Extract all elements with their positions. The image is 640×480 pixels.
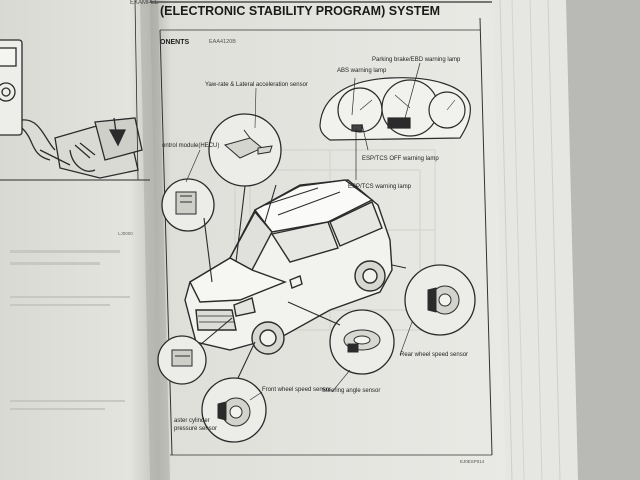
cylinder-sensor-drawing xyxy=(171,349,193,367)
cluster-leaders xyxy=(351,62,421,180)
steering-sensor-drawing xyxy=(343,329,381,353)
detail-leaders xyxy=(199,184,407,379)
rear-wheel-sensor-drawing xyxy=(427,285,460,315)
hecu-drawing xyxy=(175,191,197,215)
label-yaw-rate-sensor: Yaw-rate & Lateral acceleration sensor xyxy=(205,82,308,88)
figure-code: EJ0ESP014 xyxy=(460,459,485,464)
page-title: (ELECTRONIC STABILITY PROGRAM) SYSTEM xyxy=(160,4,441,18)
front-wheel-sensor-drawing xyxy=(217,397,251,427)
instrument-cluster-illustration xyxy=(319,77,471,141)
label-rear-wheel-sensor: Rear wheel speed sensor xyxy=(400,352,469,358)
section-code: EAA4120B xyxy=(209,39,236,45)
label-parking-brake-lamp: Parking brake/EBD warning lamp xyxy=(372,57,461,63)
label-steering-angle-sensor: Steering angle sensor xyxy=(322,388,381,394)
left-page-ghost-text xyxy=(10,250,130,410)
vehicle-illustration xyxy=(184,179,393,355)
label-cylinder-pressure-sensor: aster cylinder pressure sensor xyxy=(174,418,218,432)
page-header-fragment: EXAMPLE xyxy=(130,0,159,6)
label-abs-lamp: ABS warning lamp xyxy=(337,68,387,74)
yaw-rate-sensor-drawing xyxy=(223,129,273,159)
label-esp-tcs-lamp: ESP/TCS warning lamp xyxy=(348,184,412,190)
label-esp-off-lamp: ESP/TCS OFF warning lamp xyxy=(362,156,439,162)
label-front-wheel-sensor: Front wheel speed sensor xyxy=(262,387,332,393)
label-hecu: ontrol module(HECU) xyxy=(162,143,220,149)
left-figure-code: LJ0000 xyxy=(118,231,133,236)
section-heading: ONENTS xyxy=(160,39,190,46)
